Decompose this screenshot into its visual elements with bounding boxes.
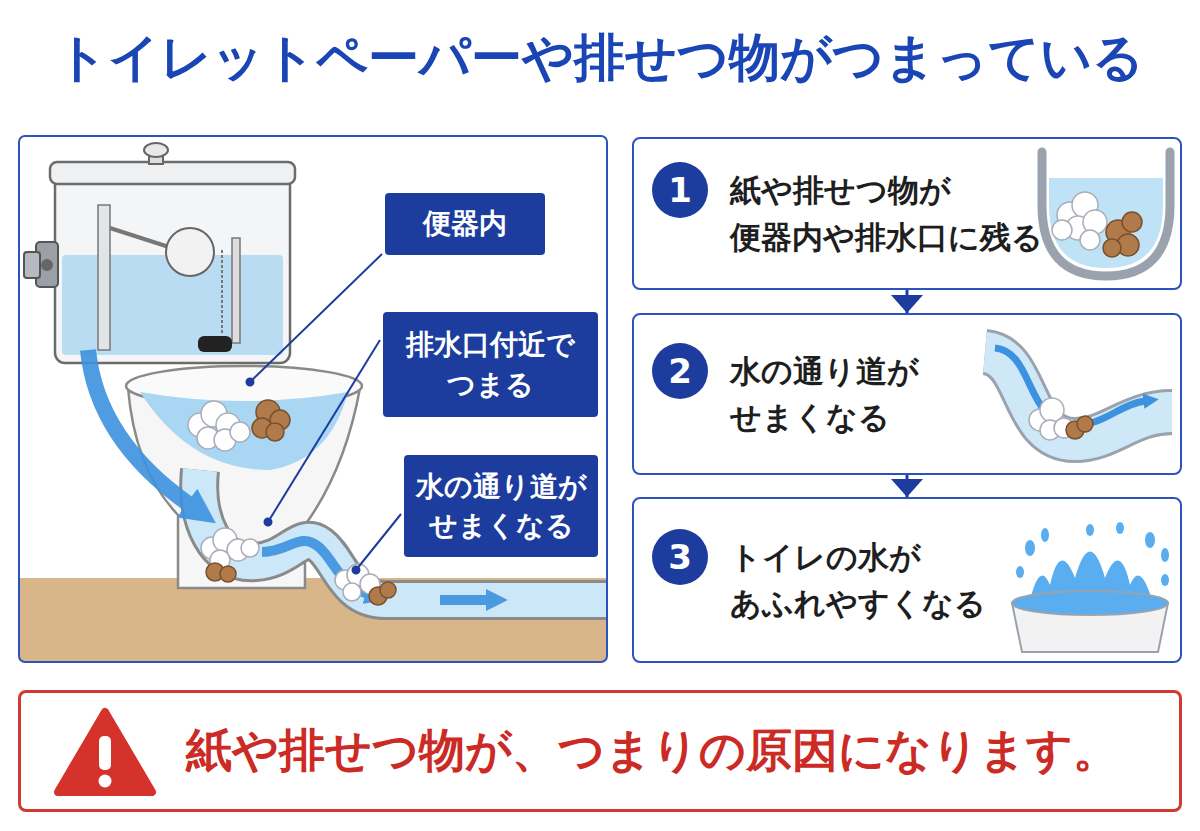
overflow-icon [1012, 522, 1169, 652]
leader-line [247, 254, 402, 574]
toilet-tank [110, 228, 172, 248]
pipe-icon [985, 352, 1172, 440]
node-text: 水の通り道が せまくなる [730, 348, 1030, 441]
toilet-tank [50, 162, 295, 184]
callout-box: 便器内 [385, 193, 545, 255]
step-number: 1 [652, 162, 708, 218]
page-title: トイレットペーパーや排せつ物がつまっている [0, 22, 1200, 93]
toilet-tank [144, 143, 168, 157]
toilet-tank [55, 168, 290, 363]
bowl-icon [1103, 239, 1121, 257]
leader-line [247, 379, 254, 386]
excrement [220, 566, 236, 582]
toilet-tank [24, 143, 295, 363]
toilet-tank [98, 205, 110, 350]
toilet-tank [232, 238, 240, 343]
warning-icon [99, 775, 112, 788]
leader-line [353, 567, 360, 574]
overflow-icon [1145, 532, 1155, 548]
leader-line [356, 514, 401, 570]
bowl-icon [1122, 212, 1142, 232]
bowl-icon [1052, 220, 1072, 240]
water-flow [440, 595, 488, 605]
toilet-tank [62, 255, 283, 355]
pipe-icon [995, 348, 1145, 425]
node-text: 排水口付近で つまる [393, 325, 588, 403]
node-text: 1 [668, 173, 692, 207]
step-box: 水の通り道が せまくなる 2 [632, 313, 1182, 475]
toilet-tank [221, 250, 223, 335]
node-text: 紙や排せつ物が 便器内や排水口に残る [730, 167, 1045, 260]
overflow-icon [1025, 540, 1035, 556]
excrement [266, 423, 284, 441]
callout-box: 排水口付近で つまる [383, 312, 598, 417]
panel-ground [19, 136, 607, 662]
overflow-icon [1016, 566, 1024, 578]
step-number: 3 [652, 529, 708, 585]
water-flow [88, 350, 190, 505]
bowl-icon [1103, 212, 1142, 257]
toilet-tank [41, 259, 53, 271]
overflow-icon [1016, 522, 1169, 586]
step-box: トイレの水が あふれやすくなる 3 [632, 497, 1182, 663]
toilet-tank [166, 228, 214, 276]
leader-line [265, 519, 272, 526]
pipe-icon [1077, 416, 1093, 432]
excrement [206, 400, 396, 605]
warning-icon [58, 712, 152, 792]
overflow-icon [1012, 591, 1168, 615]
toilet-paper [230, 422, 250, 442]
warning-icon [99, 736, 111, 770]
pipe-icon [985, 352, 1172, 440]
flow-arrow [906, 290, 909, 313]
step-number: 2 [652, 343, 708, 399]
toilet-paper [343, 583, 361, 601]
toilet-tank [24, 252, 40, 278]
leader-line [250, 254, 382, 382]
step-box: 紙や排せつ物が 便器内や排水口に残る 1 [632, 137, 1182, 290]
bowl-icon [1042, 152, 1170, 276]
toilet-tank [198, 336, 232, 352]
leader-line [268, 340, 380, 522]
overflow-icon [1161, 574, 1169, 586]
node-text: 便器内 [395, 204, 535, 243]
bowl-icon [1042, 152, 1170, 276]
flow-arrow [906, 475, 909, 497]
pipe-icon [985, 348, 1172, 440]
pipe-icon [1066, 416, 1093, 439]
callout-box: 水の通り道が せまくなる [404, 455, 598, 557]
bowl-icon [1080, 230, 1100, 250]
overflow-icon [1086, 524, 1094, 536]
toilet-paper [241, 539, 259, 557]
node-text: 紙や排せつ物が、つまりの原因になります。 [186, 721, 1169, 781]
bowl-icon [1049, 178, 1163, 268]
toilet-bowl [140, 392, 348, 470]
node-text: 水の通り道が せまくなる [414, 467, 588, 545]
toilet-paper [188, 401, 380, 601]
overflow-icon [1041, 528, 1049, 542]
node-text: 2 [668, 354, 692, 388]
node-text: トイレの水が あふれやすくなる [730, 534, 1030, 627]
warning-band: 紙や排せつ物が、つまりの原因になります。 [18, 690, 1182, 812]
node-text: 3 [668, 540, 692, 574]
excrement [380, 582, 396, 598]
bowl-icon [1052, 192, 1107, 250]
warning-icon [58, 712, 152, 792]
panel-border [19, 136, 607, 662]
overflow-icon [1116, 522, 1124, 534]
overflow-icon [1161, 548, 1169, 562]
